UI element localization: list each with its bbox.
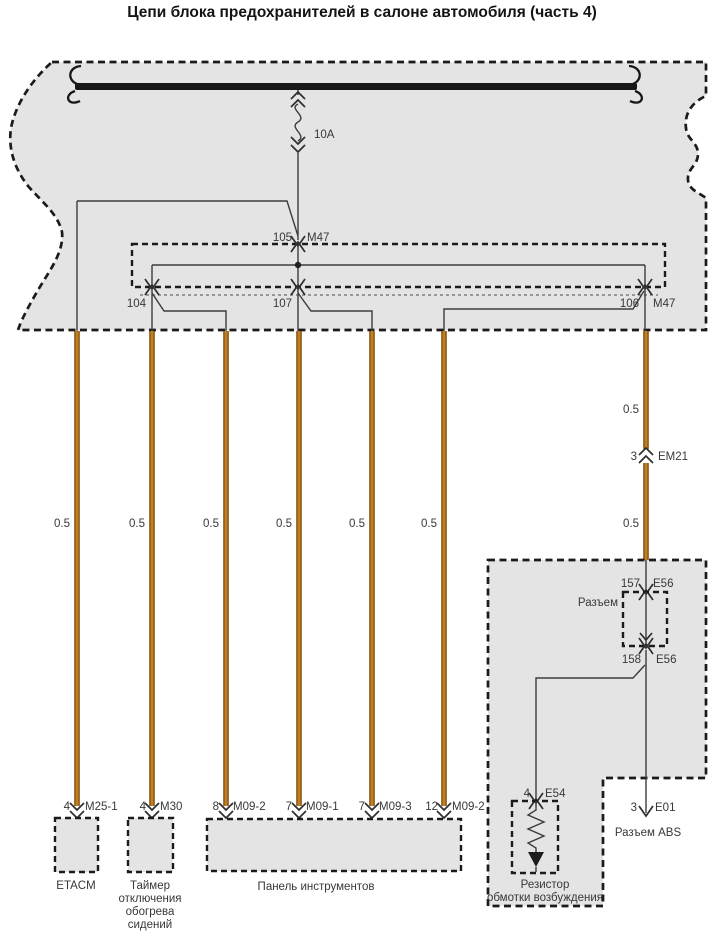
em21-pin-label: 3 bbox=[631, 451, 637, 463]
fuse-10a: 10A bbox=[290, 90, 335, 240]
e01-label: E01 bbox=[655, 802, 675, 814]
pin-104-label: 104 bbox=[127, 298, 147, 310]
bottom-pin-4: 7 bbox=[286, 801, 292, 813]
fuse-block-region bbox=[8, 60, 708, 332]
seat-timer-box bbox=[126, 816, 175, 874]
power-bus-bar bbox=[75, 83, 637, 90]
etacm-label: ETACM bbox=[56, 880, 95, 892]
pin-105-label: 105 bbox=[273, 232, 292, 244]
fuse-rating-label: 10A bbox=[314, 129, 335, 141]
resistor-label-line1: Резистор bbox=[521, 879, 570, 891]
abs-connector-label: Разъем ABS bbox=[615, 827, 682, 839]
page-title: Цепи блока предохранителей в салоне авто… bbox=[127, 4, 597, 21]
etacm-box bbox=[53, 816, 100, 874]
instrument-panel-label: Панель инструментов bbox=[258, 881, 375, 893]
connector-m47-box bbox=[130, 242, 667, 289]
tap-branch-line bbox=[77, 200, 299, 237]
seat-timer-label-3: обогрева bbox=[126, 906, 175, 918]
bottom-pin-6: 12 bbox=[425, 801, 438, 813]
route-107-branch bbox=[297, 292, 373, 331]
route-to-e54 bbox=[535, 664, 646, 801]
em21-label: EM21 bbox=[658, 451, 688, 463]
gauge-label-2: 0.5 bbox=[129, 518, 145, 530]
bottom-conn-6: M09-2 bbox=[452, 801, 485, 813]
junction-dot bbox=[294, 261, 302, 269]
seat-timer-label-1: Таймер bbox=[130, 880, 170, 892]
route-104-branch bbox=[151, 292, 227, 331]
generator-circuit-region bbox=[486, 558, 708, 908]
e56-top-label: E56 bbox=[653, 578, 673, 590]
gauge-label-4: 0.5 bbox=[276, 518, 292, 530]
connector-m47-label-right: M47 bbox=[653, 298, 675, 310]
gauge-label-5: 0.5 bbox=[349, 518, 365, 530]
gauge-label-1: 0.5 bbox=[54, 518, 70, 530]
bottom-pin-5: 7 bbox=[359, 801, 365, 813]
e56-bottom-label: E56 bbox=[656, 654, 676, 666]
bottom-pin-3: 8 bbox=[213, 801, 219, 813]
pin-107-label: 107 bbox=[273, 298, 292, 310]
bottom-pin-2: 4 bbox=[140, 801, 147, 813]
seat-timer-label-4: сидений bbox=[128, 919, 172, 931]
e54-label: E54 bbox=[545, 788, 566, 800]
razem-label: Разъем bbox=[578, 597, 618, 609]
gauge-label-7-lower: 0.5 bbox=[623, 518, 639, 530]
bottom-conn-2: M30 bbox=[160, 801, 182, 813]
connector-em21-icon bbox=[638, 447, 654, 464]
bus-bar-left-hook-icon bbox=[67, 64, 82, 104]
e01-pin-label: 3 bbox=[631, 802, 637, 814]
connector-m47-label-top: M47 bbox=[307, 232, 329, 244]
resistor-label-line2: обмотки возбуждения bbox=[487, 892, 603, 904]
pin-158-label: 158 bbox=[622, 654, 641, 666]
e54-pin-label: 4 bbox=[524, 788, 531, 800]
bus-bar-right-hook-icon bbox=[628, 64, 643, 104]
resistor-zigzag-icon bbox=[526, 801, 546, 852]
gauge-label-3: 0.5 bbox=[203, 518, 219, 530]
e01-arrow-icon bbox=[638, 805, 654, 818]
bottom-conn-5: M09-3 bbox=[379, 801, 412, 813]
bottom-conn-1: M25-1 bbox=[85, 801, 118, 813]
bottom-conn-4: M09-1 bbox=[306, 801, 339, 813]
resistor-box bbox=[510, 799, 560, 875]
bottom-conn-3: M09-2 bbox=[233, 801, 266, 813]
pin-157-label: 157 bbox=[621, 578, 640, 590]
bottom-pin-1: 4 bbox=[64, 801, 71, 813]
route-106-branch bbox=[443, 290, 645, 331]
gauge-label-6: 0.5 bbox=[421, 518, 437, 530]
ground-arrow-icon bbox=[528, 852, 544, 867]
fuse-element-icon bbox=[294, 103, 302, 142]
e56-arrow-icon bbox=[639, 632, 653, 642]
instrument-panel-box bbox=[205, 817, 463, 873]
gauge-label-7-upper: 0.5 bbox=[623, 404, 639, 416]
seat-timer-label-2: отключения bbox=[118, 893, 181, 905]
